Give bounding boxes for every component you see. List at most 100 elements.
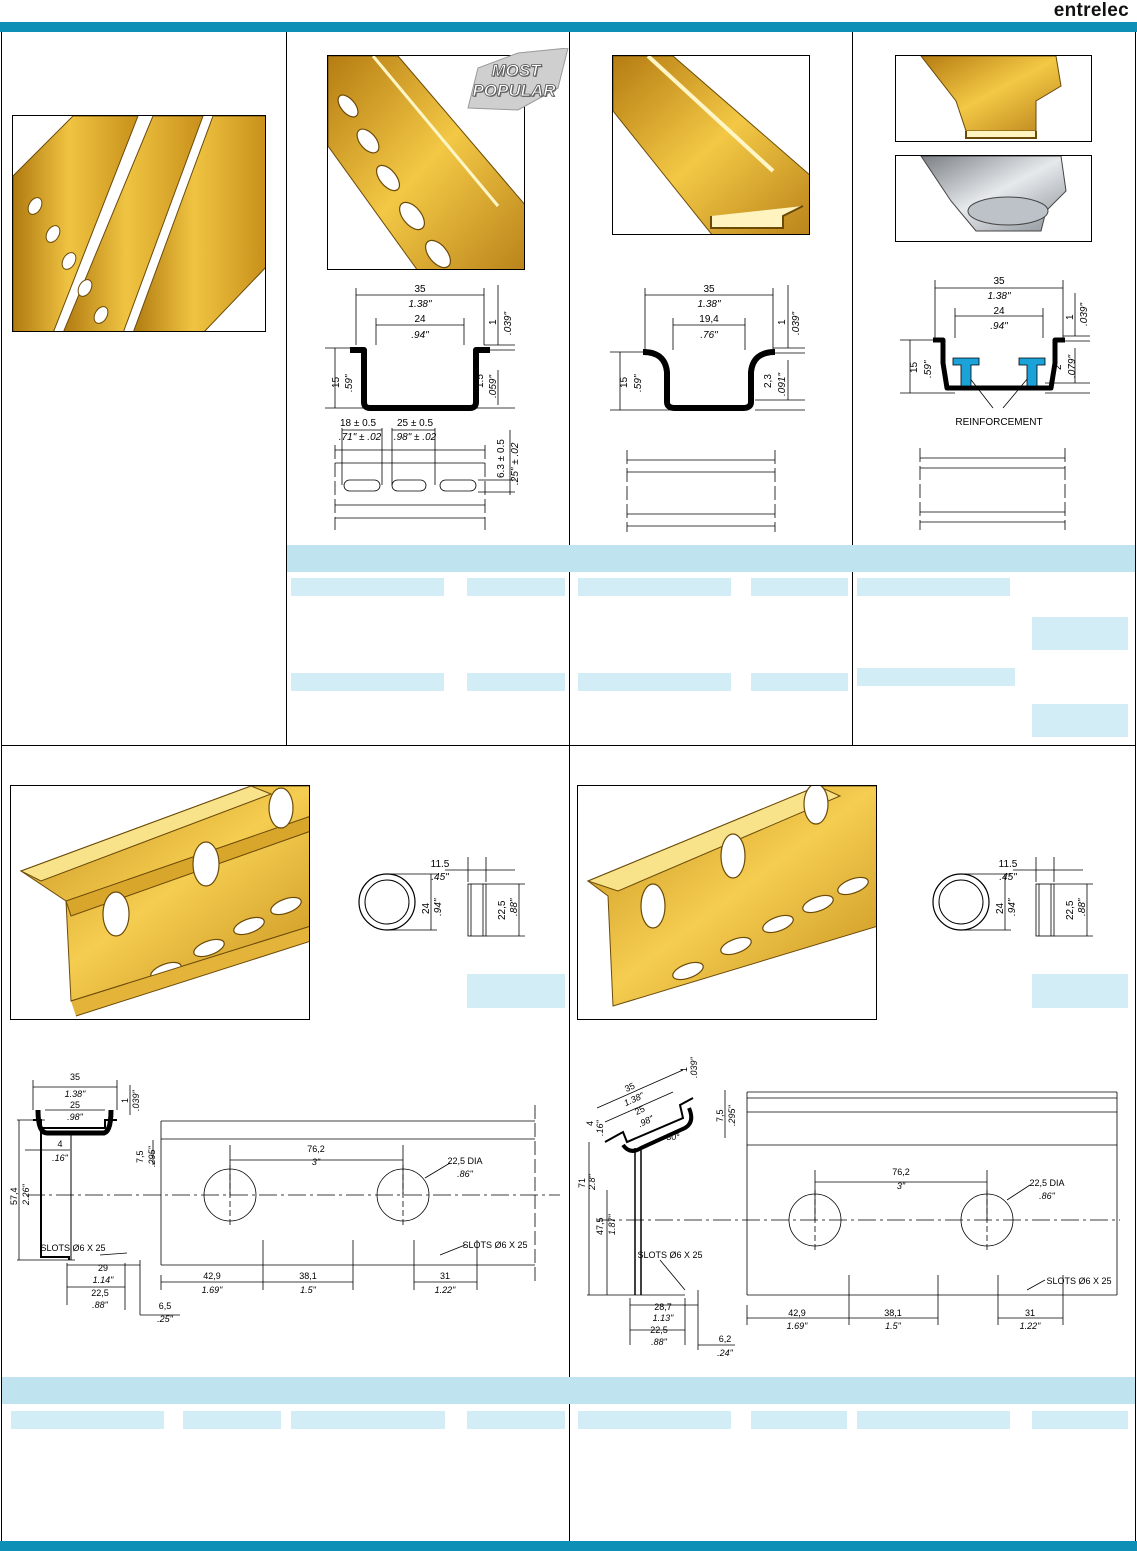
solid-rail-photo — [612, 55, 810, 235]
cell — [751, 578, 848, 596]
cell — [578, 673, 731, 691]
cell — [467, 974, 565, 1008]
steel-rail-photo — [895, 155, 1092, 242]
g2-t: 1 — [679, 1067, 689, 1072]
c1-d: 24 — [421, 902, 432, 914]
header-band-bottom — [2, 1377, 1135, 1404]
p1-inner: 24 — [414, 314, 426, 325]
g2-base2-in: .88" — [651, 1337, 668, 1347]
g2-height2-in: 1.87" — [607, 1213, 617, 1235]
g2-gap-in: .24" — [717, 1348, 734, 1358]
reinforced-rail-photo — [895, 55, 1092, 142]
p1-t2-in: .059" — [488, 375, 499, 398]
g2-slots-left: SLOTS Ø6 X 25 — [637, 1250, 702, 1260]
p3-w: 35 — [993, 276, 1005, 287]
p1-t2: 1.5 — [475, 374, 486, 388]
header-band-top — [287, 545, 1135, 572]
cell — [1032, 617, 1128, 650]
p2-h: 15 — [619, 376, 630, 388]
profile-drawing-2: 35 1.38" 19,4 .76" 15 .59" 1 .039" 2,3 .… — [610, 284, 805, 532]
p1-h: 15 — [331, 376, 342, 388]
p3-w-in: 1.38" — [987, 291, 1010, 302]
g1-slots-left: SLOTS Ø6 X 25 — [40, 1243, 105, 1253]
cell — [467, 578, 565, 596]
g2-pitch-in: 3" — [897, 1181, 906, 1191]
bottom-accent-bar — [0, 1541, 1137, 1551]
p1-inner-in: .94" — [411, 330, 429, 341]
cell — [857, 578, 1010, 596]
g-rail-photo-2 — [577, 785, 877, 1020]
p3-h: 15 — [909, 361, 920, 373]
p1-slot-pitch-in: .71" ± .02 — [339, 432, 382, 443]
profile-drawing-1: 35 1.38" 24 .94" 15 .59" 1 .039" 1.5 .05… — [325, 284, 521, 530]
badge-most: MOST — [491, 61, 541, 80]
g2-d1-in: 1.69" — [787, 1321, 809, 1331]
c1-a-in: .45" — [431, 872, 449, 883]
g1-d1: 42,9 — [203, 1271, 221, 1281]
g2-depth: 7,5 — [715, 1109, 725, 1122]
g1-base-in: 1.14" — [93, 1275, 115, 1285]
p3-t: 1 — [1065, 314, 1076, 320]
g-rail-drawing-1: 35 1.38" 25 .98" 4 .16" SLOTS Ø6 X 25 29… — [9, 1072, 560, 1324]
cell — [467, 673, 565, 691]
badge-splash-icon — [467, 48, 569, 111]
g1-lip-in: .16" — [52, 1153, 69, 1163]
p2-t2: 2,3 — [763, 374, 774, 388]
g1-slots-right: SLOTS Ø6 X 25 — [462, 1240, 527, 1250]
row-divider — [1, 745, 1136, 746]
g1-inner-in: .98" — [67, 1112, 84, 1122]
g-rail-photo-1 — [10, 785, 310, 1020]
g2-depth-in: .295" — [727, 1104, 737, 1126]
g1-w: 35 — [70, 1072, 80, 1082]
p1-t-in: .039" — [503, 312, 514, 335]
c2-d-in: .94" — [1007, 898, 1018, 916]
cell — [291, 578, 444, 596]
p1-slot-len: 25 ± 0.5 — [397, 418, 434, 429]
cell — [11, 1411, 164, 1429]
cell — [291, 1411, 445, 1429]
p3-inner: 24 — [993, 306, 1005, 317]
cell — [183, 1411, 281, 1429]
g1-height: 57,4 — [9, 1187, 19, 1205]
c1-d-in: .94" — [433, 898, 444, 916]
g1-pitch-in: 3" — [312, 1157, 321, 1167]
p2-t-in: .039" — [791, 312, 802, 335]
g-rail-drawing-2: 35 1.38" 25 .98" 30° SLOTS Ø6 X 25 28,7 … — [577, 1056, 1120, 1358]
g2-lip-in: .16" — [595, 1119, 605, 1136]
g1-base2-in: .88" — [92, 1300, 109, 1310]
p3-inner-in: .94" — [990, 321, 1008, 332]
g1-pitch: 76,2 — [307, 1144, 325, 1154]
p3-reinforcement-label: REINFORCEMENT — [955, 417, 1042, 428]
g2-height2: 47,5 — [595, 1217, 605, 1235]
c1-a: 11.5 — [431, 859, 450, 870]
g1-gap: 6,5 — [159, 1301, 172, 1311]
p1-h-in: .59" — [344, 374, 355, 392]
p2-inner: 19,4 — [699, 314, 719, 325]
p2-h-in: .59" — [633, 374, 644, 392]
top-accent-bar — [0, 22, 1137, 32]
g1-t: 1 — [120, 1098, 130, 1103]
g2-pitch: 76,2 — [892, 1167, 910, 1177]
p1-w: 35 — [414, 284, 426, 295]
g2-d3-in: 1.22" — [1020, 1321, 1042, 1331]
cell — [467, 1411, 565, 1429]
cell — [751, 1411, 847, 1429]
g1-t-in: .039" — [131, 1089, 141, 1111]
g1-gap-in: .25" — [157, 1314, 174, 1324]
g1-d2-in: 1.5" — [300, 1285, 317, 1295]
cell — [291, 673, 444, 691]
g1-height-in: 2.26" — [21, 1183, 31, 1206]
cell — [857, 1411, 1010, 1429]
c2-h: 22,5 — [1065, 900, 1076, 920]
p1-slot-len-in: .98" ± .02 — [394, 432, 437, 443]
g1-dia: 22,5 DIA — [447, 1156, 482, 1166]
cell — [1032, 1411, 1128, 1429]
cell — [857, 668, 1015, 686]
g1-dia-in: .86" — [457, 1169, 474, 1179]
g1-base2: 22,5 — [91, 1288, 109, 1298]
profile-drawing-3: 35 1.38" 24 .94" REINFORCEMENT 15 .59" 1… — [900, 276, 1090, 530]
p2-t2-in: .091" — [777, 373, 788, 396]
p1-slot-pitch: 18 ± 0.5 — [340, 418, 377, 429]
g1-depth: 7,5 — [135, 1150, 145, 1163]
g1-d1-in: 1.69" — [202, 1285, 224, 1295]
